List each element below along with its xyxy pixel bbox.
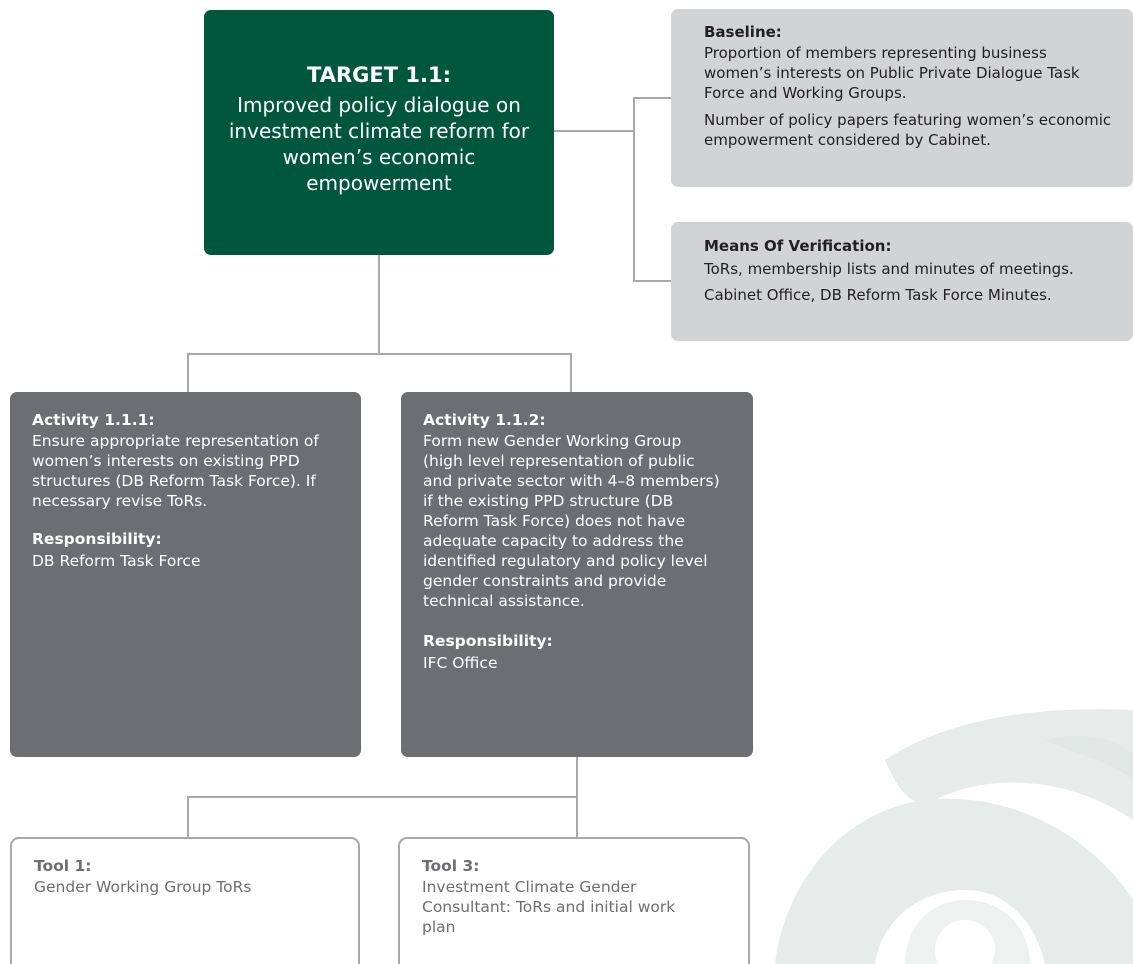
tool-description: Gender Working Group ToRs	[34, 878, 252, 896]
tool-box: Tool 3: Investment Climate Gender Consul…	[398, 837, 750, 964]
target-box: TARGET 1.1: Improved policy dialogue on …	[204, 10, 554, 255]
activity-description: Form new Gender Working Group (high leve…	[423, 432, 720, 610]
verification-box: Means Of Verification: ToRs, membership …	[671, 222, 1133, 341]
target-description: Improved policy dialogue on investment c…	[228, 93, 530, 195]
responsibility-heading: Responsibility:	[423, 632, 553, 650]
responsibility-value: DB Reform Task Force	[32, 552, 201, 570]
responsibility-value: IFC Office	[423, 654, 498, 672]
target-title: TARGET 1.1:	[307, 63, 451, 87]
connector-target-right	[554, 130, 634, 132]
baseline-box: Baseline: Proportion of members represen…	[671, 9, 1133, 187]
tool-box: Tool 1: Gender Working Group ToRs	[10, 837, 360, 964]
connector-activities-bar	[187, 353, 572, 355]
verification-item: ToRs, membership lists and minutes of me…	[704, 260, 1074, 278]
activity-heading: Activity 1.1.2:	[423, 411, 546, 429]
decorative-swirl-watermark	[775, 709, 1133, 964]
connector-tools-bar	[187, 796, 578, 798]
tool-description: Investment Climate Gender Consultant: To…	[422, 878, 676, 936]
connector-info-bracket	[633, 97, 635, 281]
connector-tool1-drop	[187, 796, 189, 838]
baseline-item: Proportion of members representing busin…	[704, 44, 1080, 102]
activity-description: Ensure appropriate representation of wom…	[32, 432, 319, 510]
activity-heading: Activity 1.1.1:	[32, 411, 155, 429]
connector-target-down	[378, 255, 380, 354]
baseline-heading: Baseline:	[704, 23, 782, 41]
verification-item: Cabinet Office, DB Reform Task Force Min…	[704, 286, 1052, 304]
tool-heading: Tool 1:	[34, 857, 92, 875]
tool-heading: Tool 3:	[422, 857, 480, 875]
verification-heading: Means Of Verification:	[704, 237, 892, 255]
baseline-item: Number of policy papers featuring women’…	[704, 111, 1112, 149]
activity-box: Activity 1.1.2: Form new Gender Working …	[401, 392, 753, 757]
connector-activity2-drop	[570, 353, 572, 392]
connector-verification-stub	[633, 280, 671, 282]
activity-box: Activity 1.1.1: Ensure appropriate repre…	[10, 392, 361, 757]
connector-baseline-stub	[633, 97, 671, 99]
responsibility-heading: Responsibility:	[32, 530, 162, 548]
connector-activity1-drop	[187, 353, 189, 392]
